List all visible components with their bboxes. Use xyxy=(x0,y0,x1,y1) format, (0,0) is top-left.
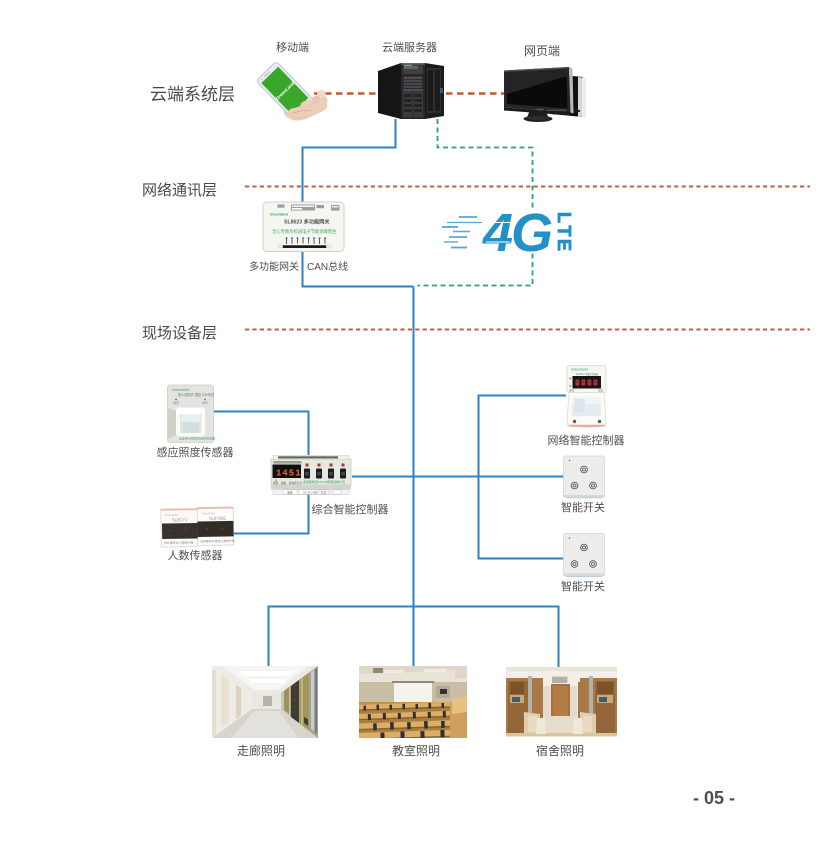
svg-text:AC-DC-RE: AC-DC-RE xyxy=(303,491,317,495)
svg-text:信号: 信号 xyxy=(297,481,303,485)
svg-text:多回路教室1/2/4.8照明控制灯光: 多回路教室1/2/4.8照明控制灯光 xyxy=(303,479,345,484)
svg-text:双人感照外 展显 24V传送: 双人感照外 展显 24V传送 xyxy=(178,392,215,397)
svg-text:电源: 电源 xyxy=(287,491,293,495)
svg-text:E: E xyxy=(554,239,574,251)
svg-text:SL8756E: SL8756E xyxy=(209,516,227,521)
svg-text:4G: 4G xyxy=(482,203,552,263)
svg-text:SL8617 智能控制器: SL8617 智能控制器 xyxy=(576,372,598,376)
svg-text:状态: 状态 xyxy=(598,389,604,393)
svg-text:模组: 模组 xyxy=(281,481,287,485)
svg-text:红外幕帘式-人数统计器: 红外幕帘式-人数统计器 xyxy=(164,541,193,545)
svg-text:L: L xyxy=(554,212,574,223)
svg-text:电源: 电源 xyxy=(173,400,179,405)
svg-text:SL8CY1: SL8CY1 xyxy=(172,517,188,522)
svg-text:Greenland: Greenland xyxy=(202,511,216,515)
svg-text:信号: 信号 xyxy=(202,400,208,405)
svg-text:双鉴幕帘式-教室人数统计器: 双鉴幕帘式-教室人数统计器 xyxy=(200,539,235,544)
svg-text:Greenland: Greenland xyxy=(172,388,189,392)
svg-text:模块区: 模块区 xyxy=(289,481,297,485)
svg-text:Greenland: Greenland xyxy=(571,368,588,372)
svg-text:通讯: 通讯 xyxy=(569,389,575,393)
svg-text:Greenland: Greenland xyxy=(270,213,288,217)
svg-text:SL8623 多功能网关: SL8623 多功能网关 xyxy=(284,218,330,226)
svg-text:Greenland: Greenland xyxy=(165,513,179,517)
svg-text:T: T xyxy=(554,226,574,237)
svg-text:1451: 1451 xyxy=(276,468,302,478)
svg-text:电源: 电源 xyxy=(273,481,279,485)
svg-text:全心专致为校园电子节能领域而生: 全心专致为校园电子节能领域而生 xyxy=(272,228,337,235)
svg-text:信号: 信号 xyxy=(321,491,327,495)
svg-text:企业参与空间光感应传感器: 企业参与空间光感应传感器 xyxy=(179,436,215,441)
